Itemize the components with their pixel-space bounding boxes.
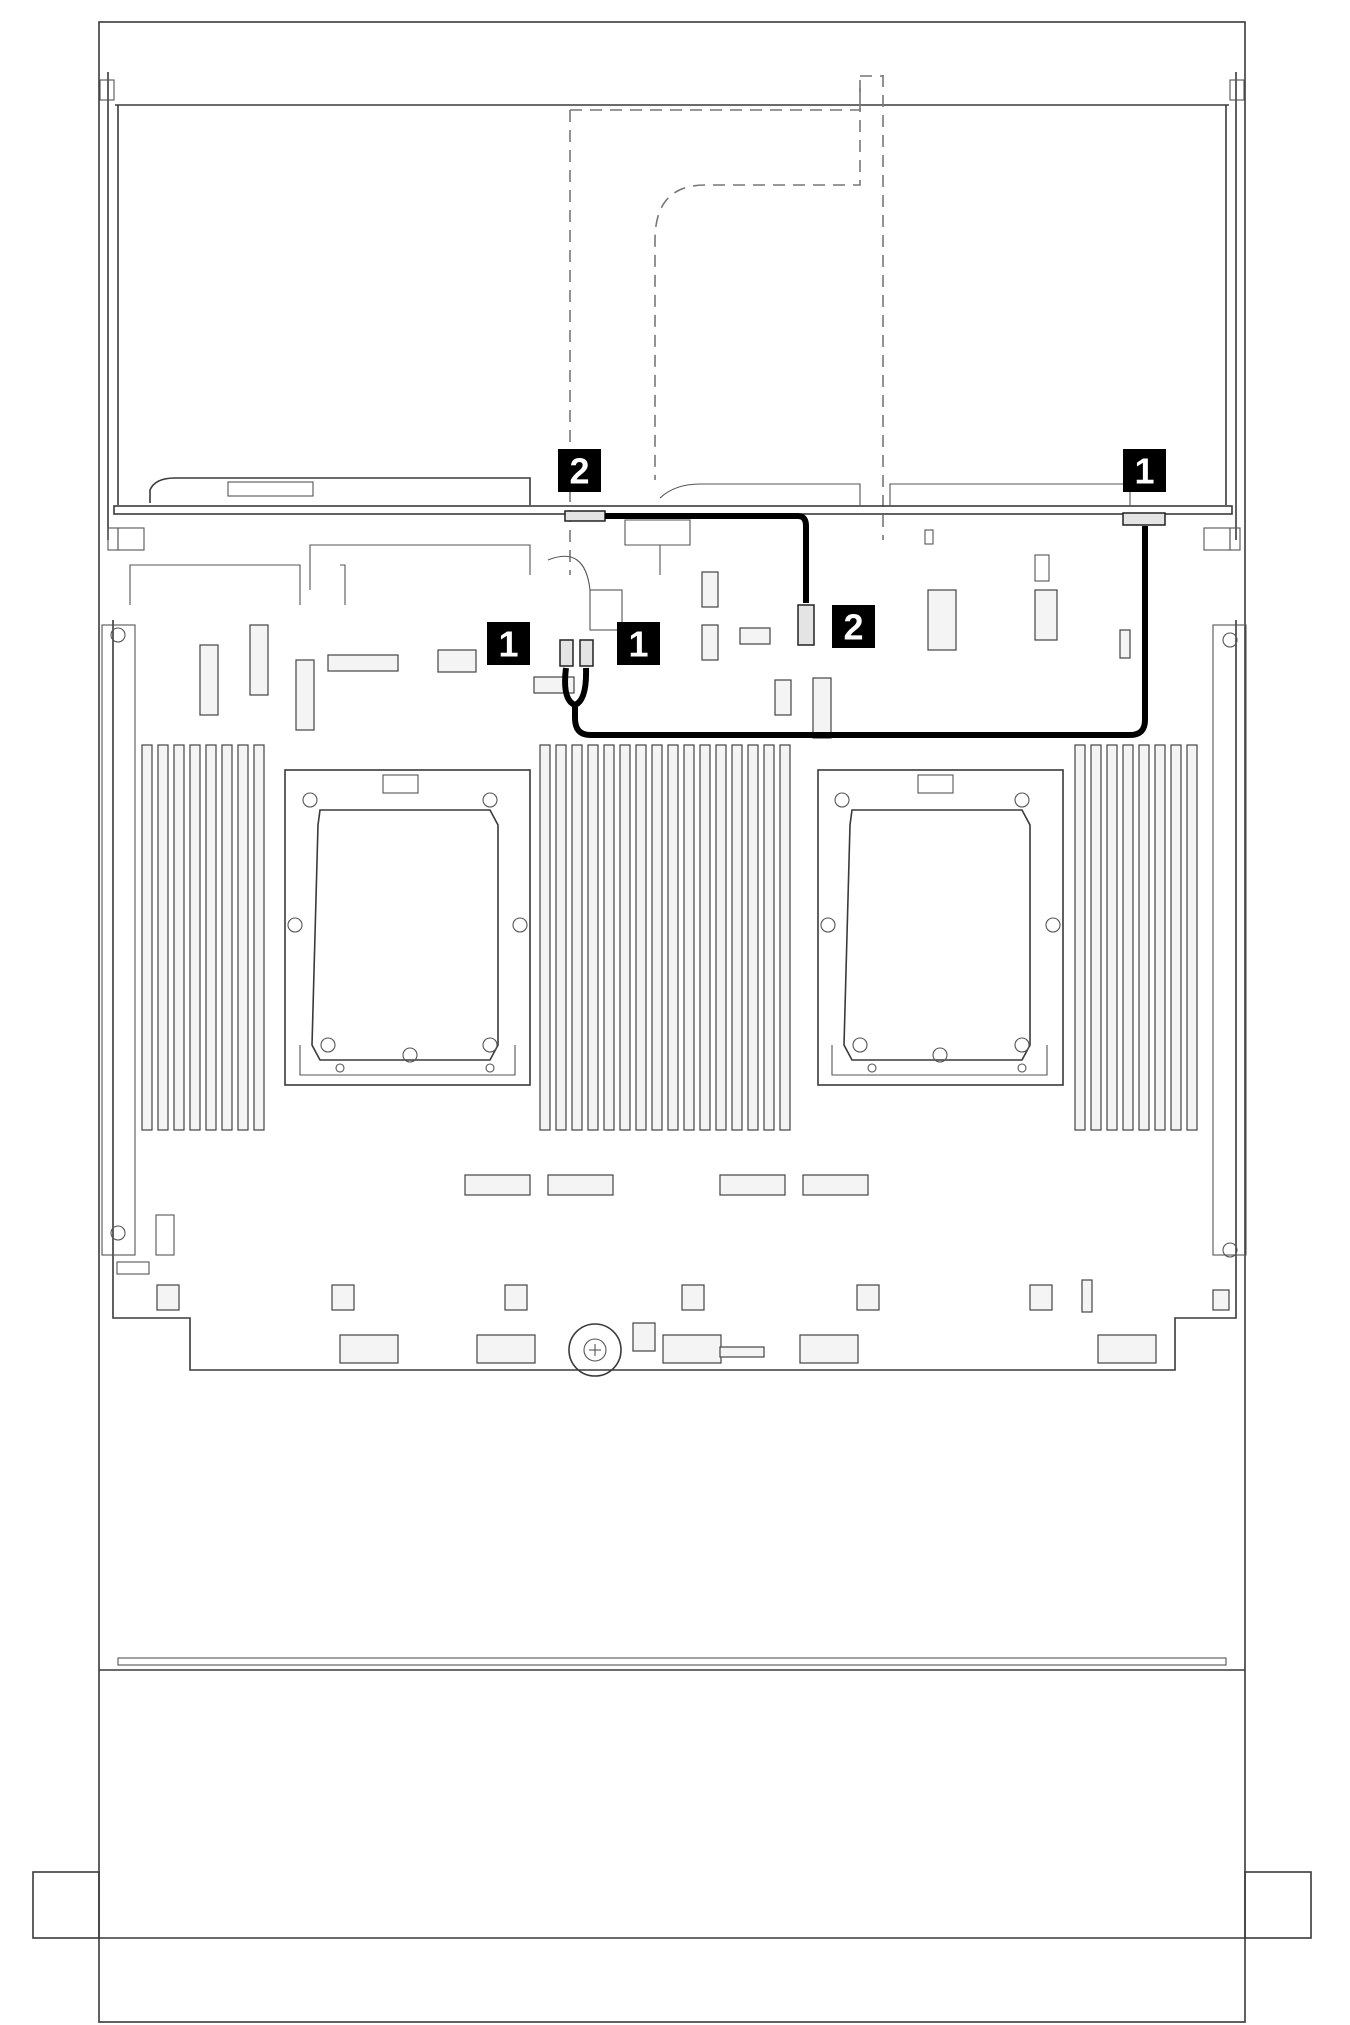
callout-label: 1 bbox=[1134, 451, 1154, 492]
cable-1 bbox=[562, 526, 1148, 738]
callout-board-middle: 2 bbox=[832, 605, 875, 648]
dimm-slots-right bbox=[1074, 744, 1198, 1131]
board-connectors-upper bbox=[199, 554, 1131, 739]
dimm-slots-left bbox=[141, 744, 265, 1131]
callout-riser-top: 2 bbox=[558, 449, 601, 492]
riser-bracket bbox=[107, 477, 1241, 605]
system-board-connector-middle bbox=[797, 604, 815, 646]
callout-label: 1 bbox=[628, 624, 648, 665]
cable-2 bbox=[605, 513, 809, 603]
system-board bbox=[101, 620, 1247, 1371]
callout-riser-right: 1 bbox=[1123, 449, 1166, 492]
chassis-lower bbox=[32, 1657, 1312, 1939]
callout-label: 2 bbox=[569, 451, 589, 492]
riser-right-connector bbox=[1122, 512, 1166, 526]
dimm-slots-middle bbox=[539, 744, 791, 1131]
callout-label: 1 bbox=[498, 624, 518, 665]
chassis bbox=[98, 21, 1246, 2023]
riser-top-connector bbox=[564, 510, 606, 522]
system-board-connector-left bbox=[559, 639, 574, 667]
processor-socket-2 bbox=[817, 769, 1064, 1086]
callout-board-left: 1 bbox=[487, 622, 530, 665]
riser-outline-dashed bbox=[569, 75, 884, 575]
processor-socket-1 bbox=[284, 769, 531, 1086]
system-board-connector-right bbox=[579, 639, 594, 667]
callout-board-right: 1 bbox=[617, 622, 660, 665]
board-connectors-lower bbox=[156, 1174, 1230, 1377]
callout-label: 2 bbox=[843, 607, 863, 648]
